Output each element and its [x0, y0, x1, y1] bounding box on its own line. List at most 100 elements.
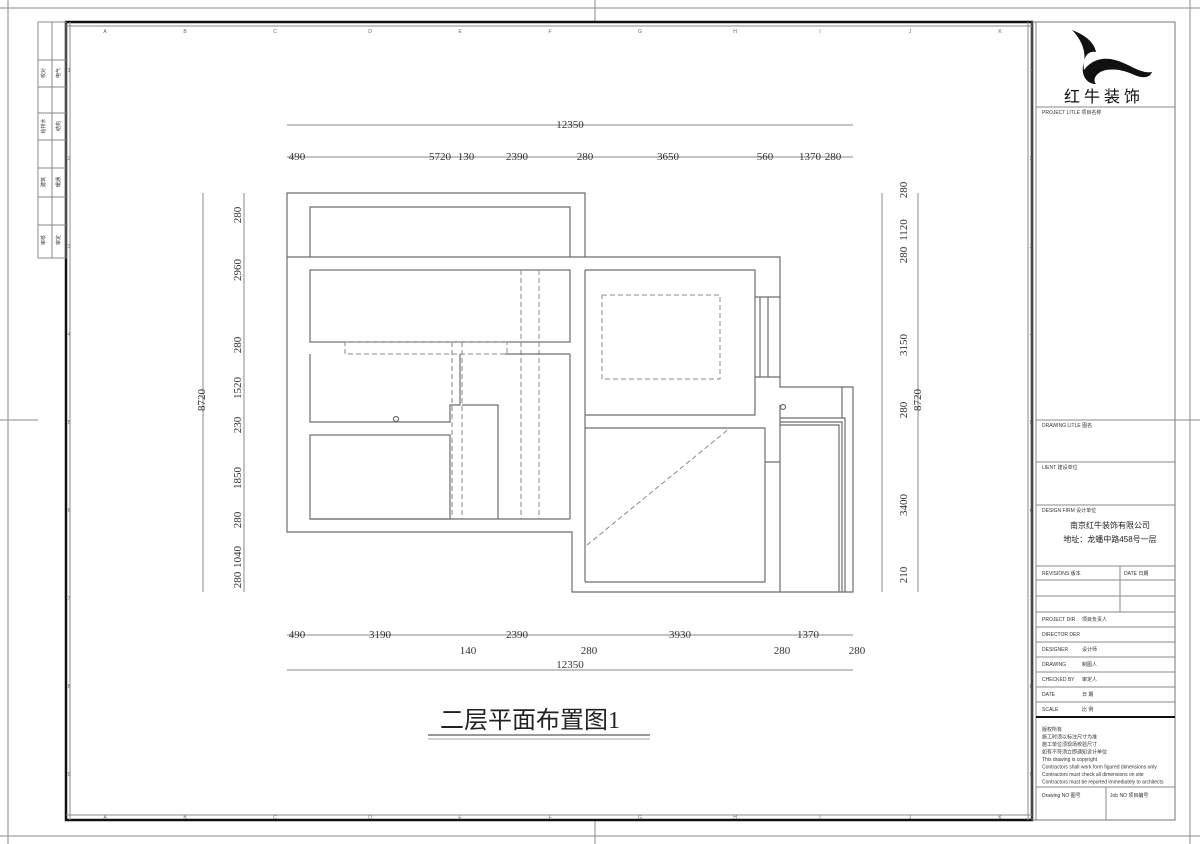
sign-strip-label: 审定 — [55, 235, 62, 245]
dimension-segment: 2960 — [232, 259, 244, 282]
sign-strip-label: 结构 — [55, 121, 62, 131]
dimension-segment: 280 — [898, 181, 910, 198]
title-block-row-value: 项目负责人 — [1082, 616, 1107, 623]
dimension-total: 12350 — [556, 119, 584, 131]
grid-column-label: D — [368, 815, 372, 821]
grid-column-label: H — [733, 815, 737, 821]
dimension-segment: 280 — [849, 645, 866, 657]
dimension-total: 12350 — [556, 659, 584, 671]
title-block-row-label: DATE — [1042, 692, 1056, 698]
grid-row-label: 7 — [1030, 596, 1033, 602]
grid-column-label: A — [103, 815, 107, 821]
dimension-segment: 1040 — [232, 546, 244, 569]
company-name: 南京红牛装饰有限公司 — [1070, 520, 1150, 530]
title-block: 红牛装饰 PROJECT LITLE 项目名称 DRAWING LITLE 图名… — [1036, 30, 1175, 820]
grid-column-label: G — [638, 815, 642, 821]
sign-strip-label: 审核 — [40, 235, 47, 245]
client-label: LIENT 建设单位 — [1042, 464, 1077, 471]
sign-strip-label: 暖通 — [55, 177, 62, 187]
logo-text: 红牛装饰 — [1064, 88, 1144, 106]
floor-plan — [286, 192, 854, 593]
grid-row-label: 4 — [68, 332, 71, 338]
company-address: 地址：龙蟠中路458号一层 — [1063, 534, 1156, 544]
grid-column-label: K — [998, 815, 1002, 821]
dimension-segment: 280 — [577, 151, 594, 163]
dimension-segment: 1370 — [799, 151, 822, 163]
dimension-total: 8720 — [196, 389, 208, 412]
title-block-row-label: SCALE — [1042, 707, 1059, 713]
dimension-segment: 280 — [774, 645, 791, 657]
dimension-lines — [202, 124, 919, 671]
dimension-segment: 3400 — [898, 494, 910, 517]
dimension-segment: 280 — [232, 511, 244, 528]
dimension-segment: 3150 — [898, 334, 910, 357]
title-block-row-value: 设计师 — [1082, 646, 1097, 653]
title-block-row-label: DIRECTOR DER — [1042, 632, 1080, 638]
design-firm-label: DESIGN FIRM 设计单位 — [1042, 507, 1096, 514]
copyright-note: 施工单位须现场校验尺寸 — [1042, 741, 1097, 748]
dimension-segment: 5720 — [429, 151, 452, 163]
dimension-segment: 140 — [460, 645, 477, 657]
drawing-no-label: Drawing NO 图号 — [1042, 793, 1081, 799]
grid-row-label: 8 — [1030, 684, 1033, 690]
left-sign-strip — [37, 21, 67, 259]
grid-column-label: F — [548, 29, 551, 35]
grid-column-label: B — [183, 815, 187, 821]
copyright-note: Contractors shall work form figured dime… — [1042, 765, 1157, 771]
drawing-title: 二层平面布置图1 — [440, 707, 620, 734]
grid-row-label: 1 — [1030, 68, 1033, 74]
dimension-segment: 230 — [232, 416, 244, 433]
sign-strip-label: 校对 — [40, 68, 47, 78]
drawing-title-label: DRAWING LITLE 图名 — [1042, 422, 1092, 429]
dimension-segment: 280 — [232, 336, 244, 353]
grid-column-label: C — [273, 29, 277, 35]
grid-column-label: J — [909, 815, 912, 821]
dimension-segment: 1850 — [232, 467, 244, 490]
grid-column-label: K — [998, 29, 1002, 35]
grid-column-label: J — [909, 29, 912, 35]
dimension-segment: 280 — [898, 401, 910, 418]
grid-row-label: 3 — [1030, 244, 1033, 250]
grid-row-label: 8 — [68, 684, 71, 690]
grid-row-label: 7 — [68, 596, 71, 602]
logo-icon — [1072, 30, 1152, 84]
copyright-note: 如有不符须立即通知设计单位 — [1042, 749, 1107, 756]
copyright-note: This drawing is copyright — [1042, 757, 1098, 763]
grid-column-label: E — [458, 29, 462, 35]
dimension-total: 8720 — [912, 389, 924, 412]
copyright-note: 版权所有 — [1042, 726, 1062, 733]
copyright-note: Contractors must be reported immediately… — [1042, 780, 1164, 786]
grid-column-label: H — [733, 29, 737, 35]
grid-row-label: 4 — [1030, 332, 1033, 338]
copyright-note: 施工时须以标注尺寸为准 — [1042, 734, 1097, 741]
revision-date-label: DATE 日期 — [1124, 571, 1148, 577]
grid-column-label: A — [103, 29, 107, 35]
grid-row-label: 9 — [68, 772, 71, 778]
grid-row-label: 2 — [68, 156, 71, 162]
dimension-segment: 1520 — [232, 377, 244, 400]
dimension-segment: 1120 — [898, 219, 910, 241]
title-block-row-value: 制图人 — [1082, 661, 1097, 668]
grid-row-label: 6 — [68, 508, 71, 514]
sign-strip-label: 电气 — [55, 68, 62, 78]
job-no-label: Job NO 项目编号 — [1110, 792, 1148, 799]
dimension-segment: 280 — [825, 151, 842, 163]
project-title-label: PROJECT LITLE 项目名称 — [1042, 109, 1101, 116]
grid-row-label: 3 — [68, 244, 71, 250]
sign-strip-label: 给排水 — [40, 118, 47, 133]
dimension-segment: 280 — [232, 571, 244, 588]
grid-column-label: D — [368, 29, 372, 35]
grid-column-label: F — [548, 815, 551, 821]
dimension-segment: 490 — [289, 629, 306, 641]
grid-column-label: I — [819, 29, 820, 35]
grid-row-label: 2 — [1030, 156, 1033, 162]
grid-column-label: B — [183, 29, 187, 35]
title-block-row-label: DESIGNER — [1042, 647, 1069, 653]
title-block-row-label: DRAWING — [1042, 662, 1066, 668]
dimension-segment: 130 — [458, 151, 475, 163]
grid-row-label: 1 — [68, 68, 71, 74]
grid-column-label: I — [819, 815, 820, 821]
title-block-row-value: 审定人 — [1082, 676, 1097, 683]
grid-column-label: E — [458, 815, 462, 821]
